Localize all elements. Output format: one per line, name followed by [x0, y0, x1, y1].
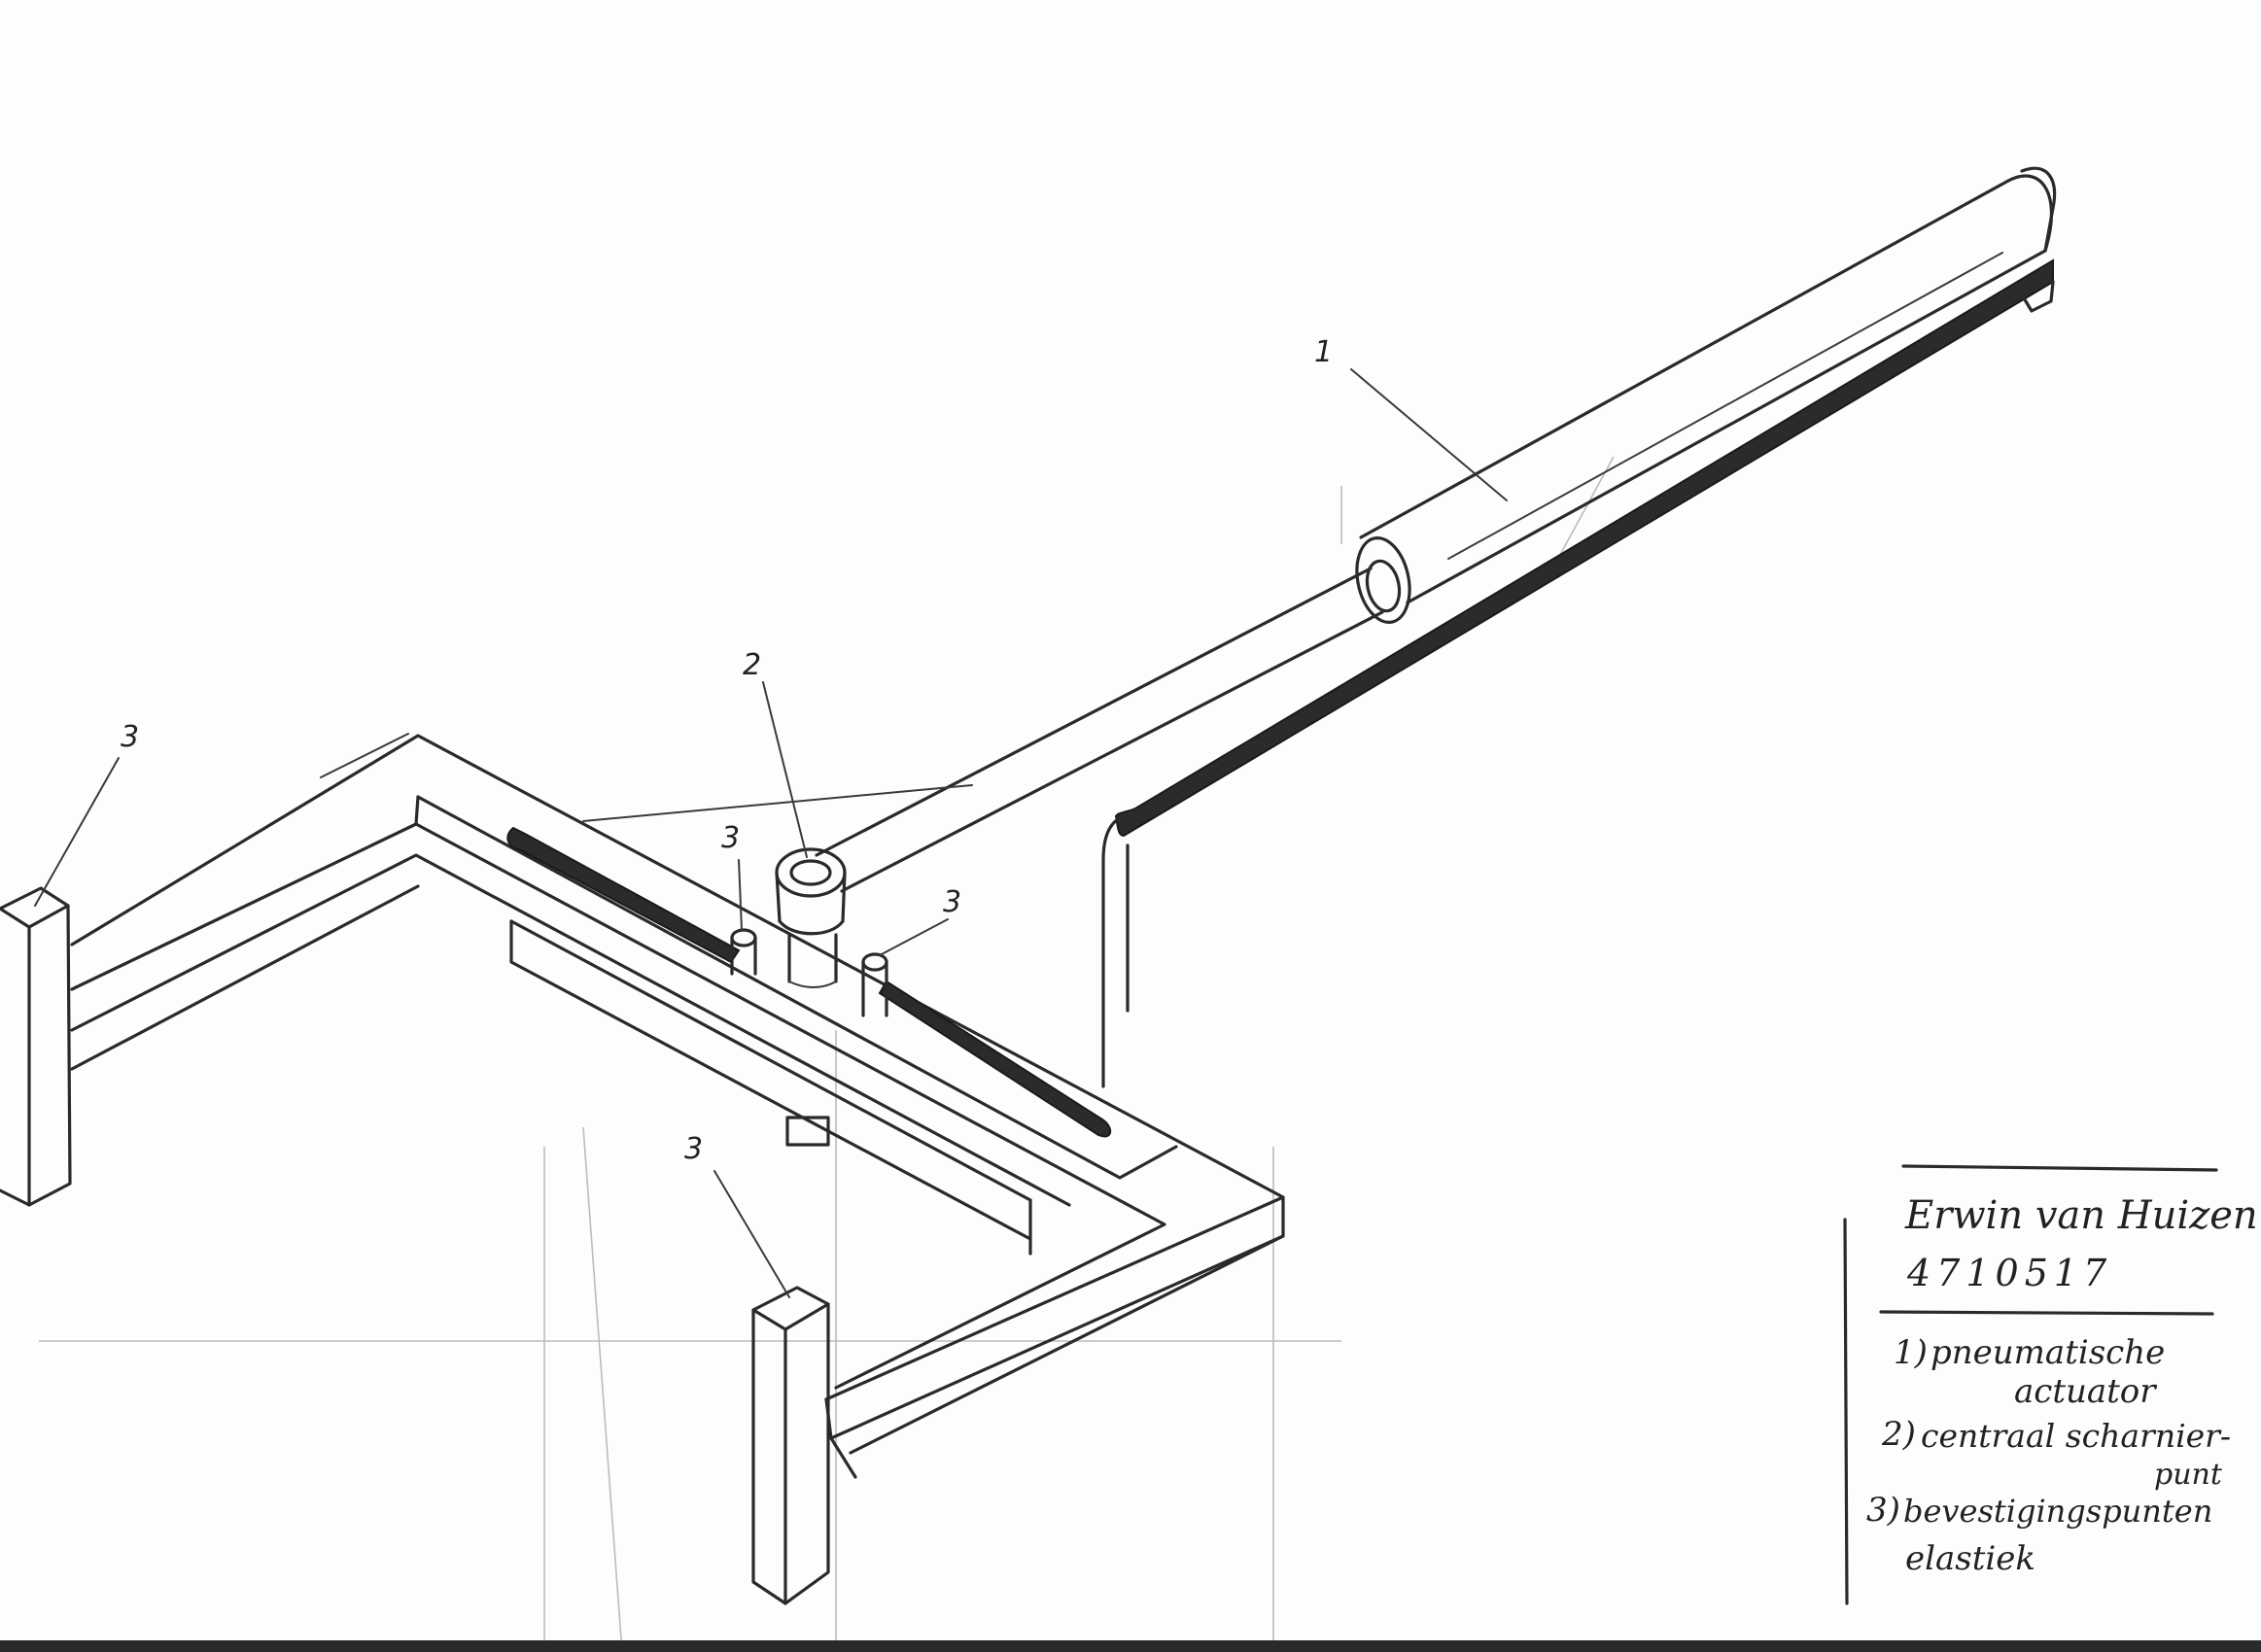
- callout-1: 1: [1314, 335, 1333, 369]
- title-block-frame: [1843, 1164, 2218, 1605]
- anchor-post-left: [0, 886, 72, 1207]
- callout-3-bottom: 3: [684, 1132, 703, 1166]
- legend-3-text: bevestigingspunten: [1903, 1493, 2213, 1530]
- callout-2: 2: [743, 648, 761, 682]
- legend-2-num: 2): [1882, 1415, 1916, 1454]
- legend-3-num: 3): [1866, 1491, 1900, 1530]
- callout-3-peg-right: 3: [943, 885, 961, 919]
- pneumatic-actuator: [815, 166, 2056, 1088]
- anchor-peg-center-left: [730, 928, 757, 976]
- legend-2-text2: punt: [2154, 1458, 2222, 1492]
- callout-3-left: 3: [121, 720, 139, 754]
- student-number: 4710517: [1907, 1252, 2113, 1294]
- callout-numbers: 1 2 3 3 3 3: [121, 335, 1333, 1166]
- scan-edge: [0, 1640, 2261, 1652]
- legend-1-text: pneumatische: [1931, 1333, 2166, 1372]
- anchor-post-bottom: [751, 1286, 830, 1605]
- callout-3-peg-left: 3: [721, 821, 740, 855]
- anchor-peg-center-right: [861, 952, 888, 1017]
- legend-3-text2: elastiek: [1905, 1539, 2035, 1578]
- legend-1-num: 1): [1894, 1333, 1928, 1372]
- construction-lines: [39, 456, 1615, 1652]
- slots: [506, 826, 1112, 1138]
- frame: [70, 733, 1285, 1479]
- legend-1-text2: actuator: [2014, 1372, 2156, 1411]
- author-name: Erwin van Huizen: [1905, 1193, 2258, 1238]
- legend-2-text: centraal scharnier-: [1921, 1417, 2232, 1455]
- leader-lines: [34, 368, 1508, 1298]
